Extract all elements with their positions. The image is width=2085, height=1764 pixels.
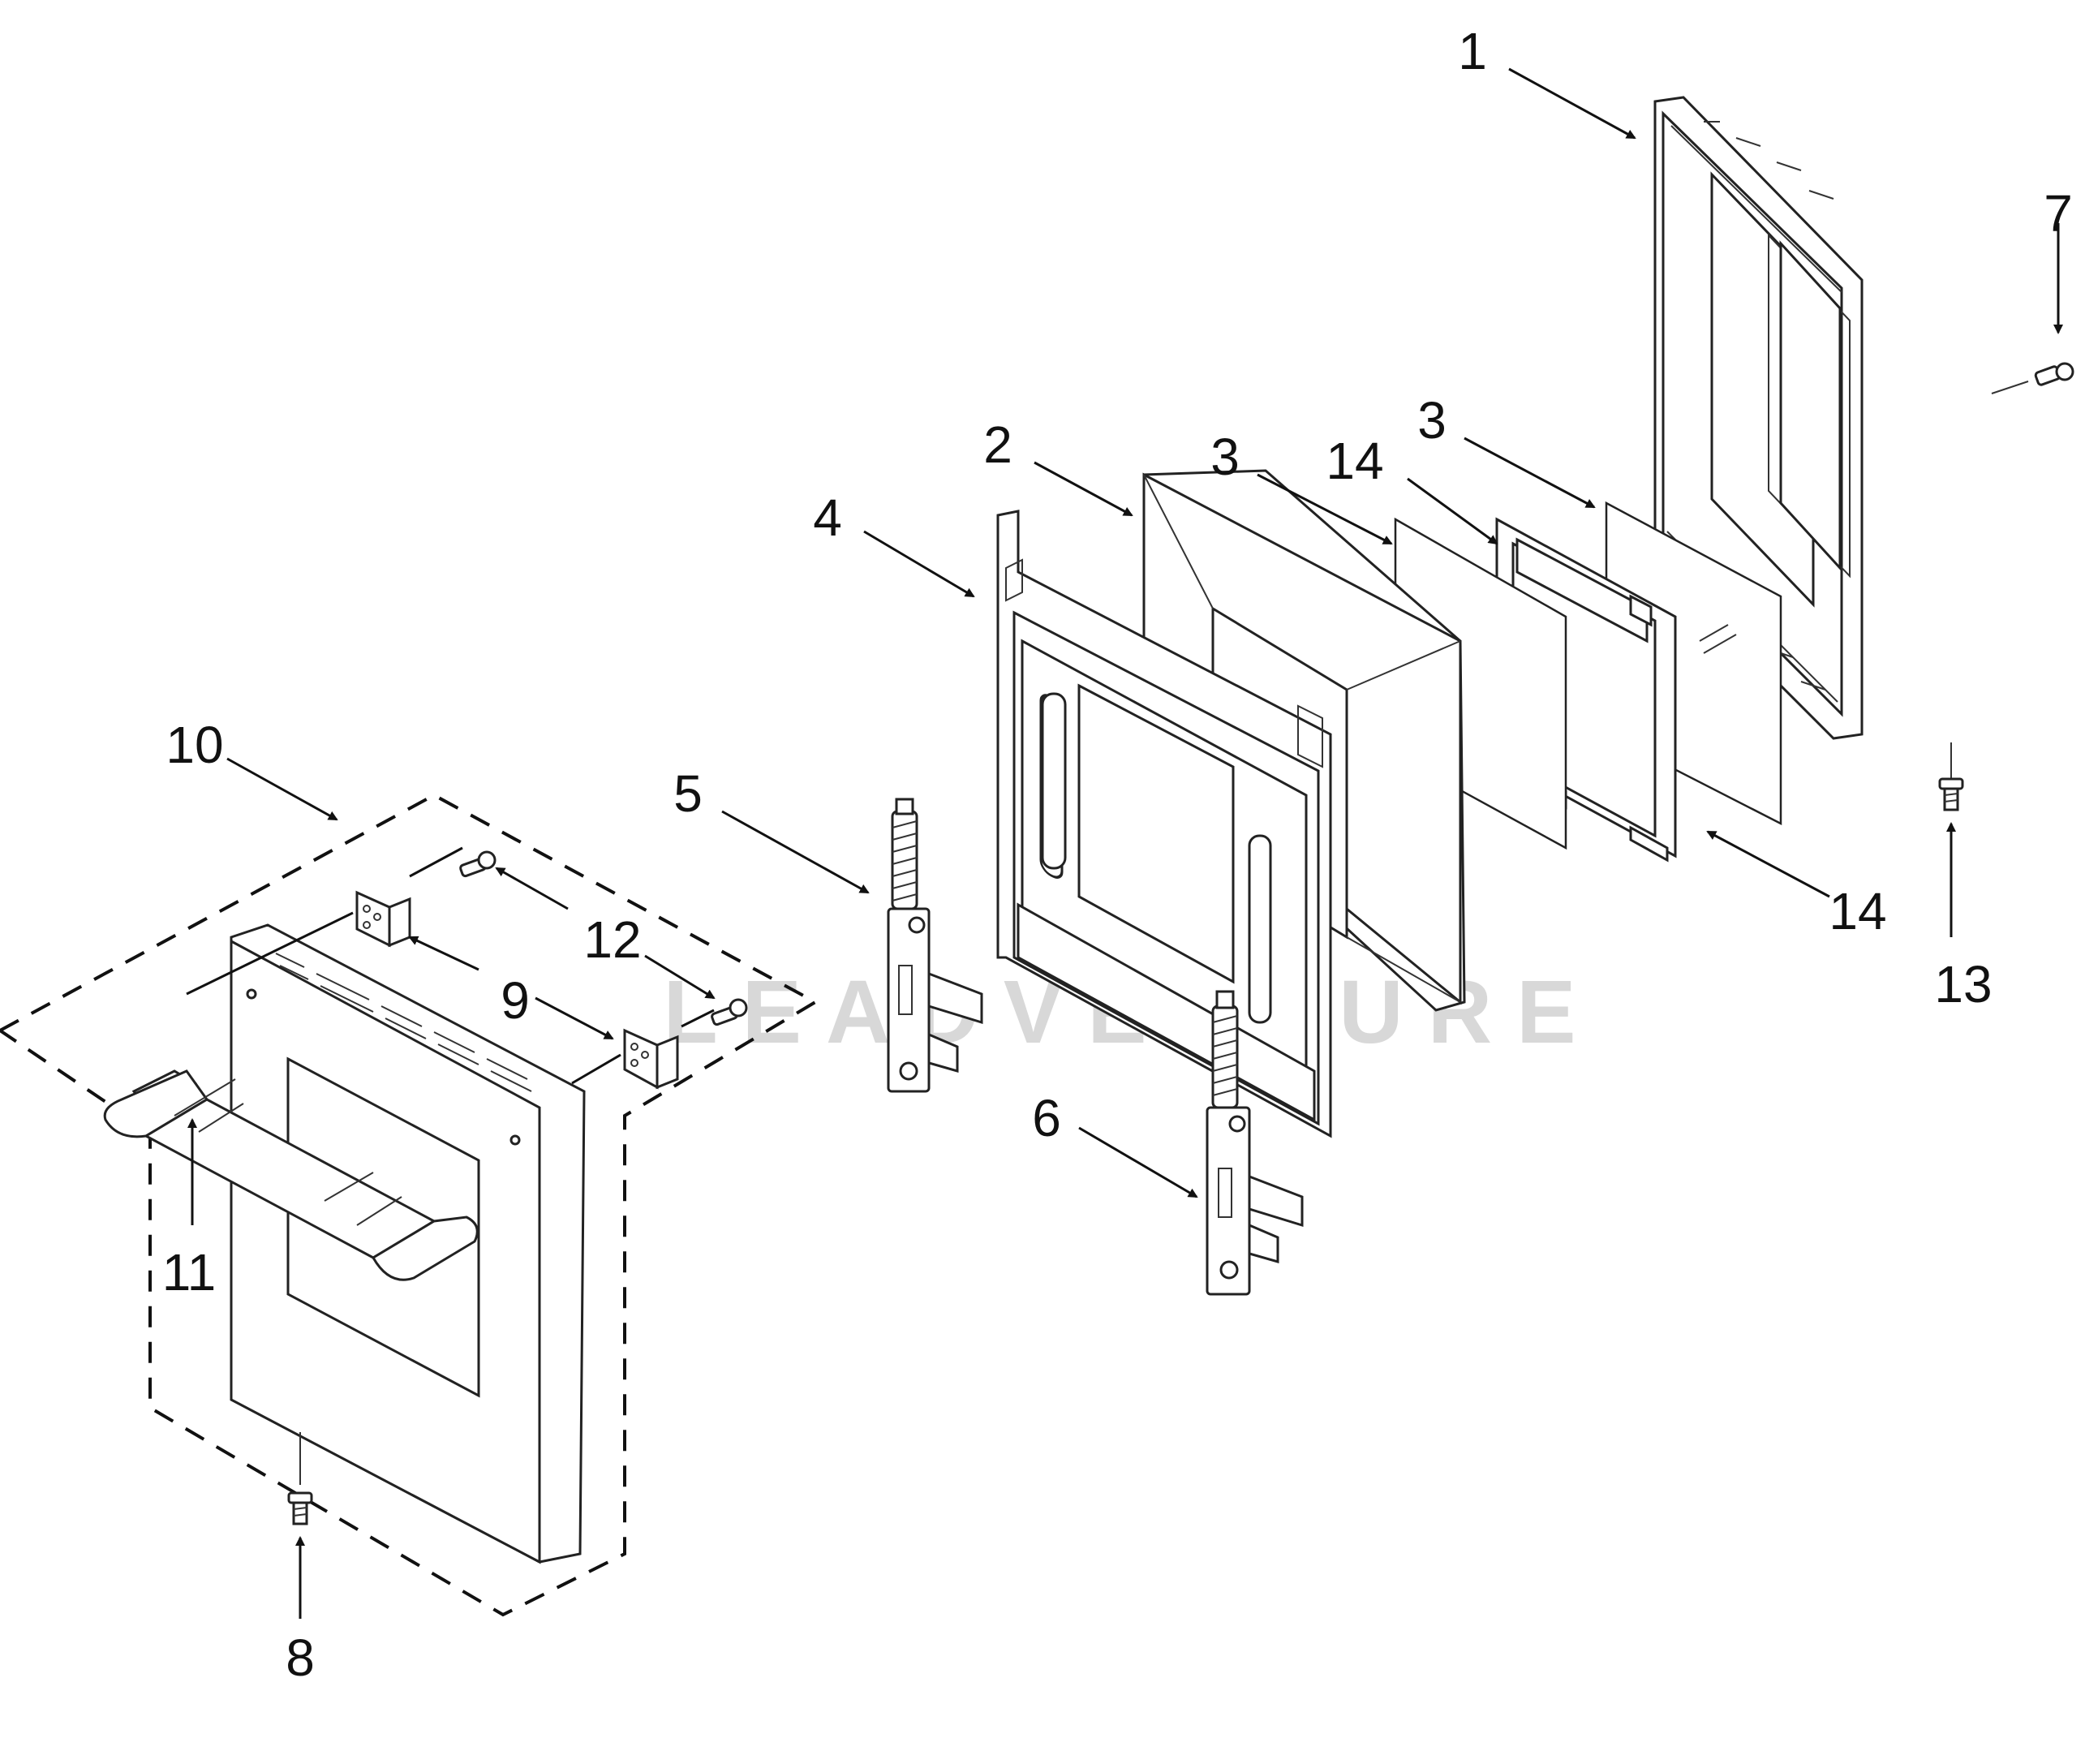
part-12-screw-top [459, 850, 497, 878]
callout-7: 7 [2044, 184, 2073, 243]
part-8-screw [287, 1432, 313, 1525]
callout-arrows [187, 67, 2063, 1619]
callout-8: 8 [286, 1628, 315, 1687]
callout-14-top: 14 [1326, 432, 1383, 490]
callout-14-bottom: 14 [1829, 882, 1886, 940]
callout-11: 11 [162, 1243, 216, 1301]
callout-4: 4 [813, 488, 842, 547]
callout-3-right: 3 [1417, 391, 1447, 450]
callout-12: 12 [583, 910, 641, 969]
part-12-screw-right [711, 998, 748, 1026]
callout-2: 2 [983, 415, 1012, 474]
callout-13: 13 [1934, 955, 1992, 1013]
callout-labels: 1 2 3 3 4 5 6 7 8 9 10 11 12 13 14 14 [162, 22, 2073, 1687]
callout-6: 6 [1032, 1089, 1061, 1147]
part-11-handle [103, 1069, 479, 1281]
part-10-assembly-outline [0, 793, 819, 1617]
assembly-leader-lines [186, 846, 715, 1085]
callout-5: 5 [673, 764, 703, 823]
part-7-screw [1991, 362, 2074, 394]
callout-10: 10 [166, 716, 223, 774]
callout-3-left: 3 [1210, 428, 1240, 486]
part-9-bracket-right [623, 1028, 679, 1090]
callout-1: 1 [1458, 22, 1487, 80]
part-13-screw [1938, 742, 1964, 811]
part-6-hinge [1206, 990, 1304, 1296]
part-9-bracket-left [355, 890, 411, 948]
callout-9: 9 [501, 971, 530, 1030]
part-4-inner-door-frame [996, 510, 1332, 1138]
part-5-hinge [887, 798, 983, 1093]
